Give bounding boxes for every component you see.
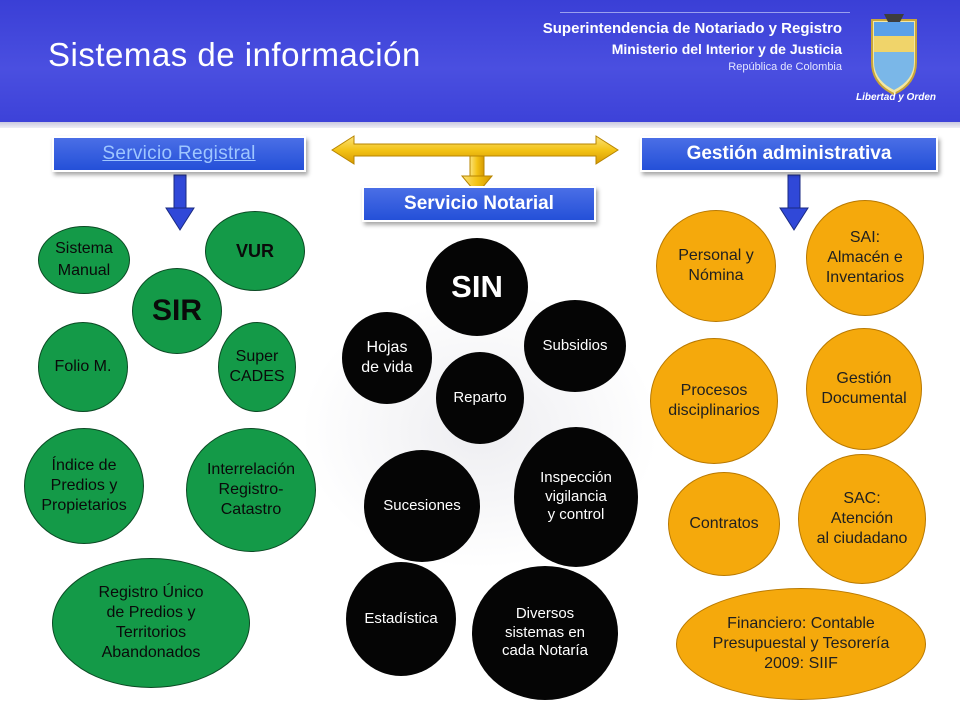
connector-arrows bbox=[331, 135, 619, 195]
section-servicio-notarial: Servicio Notarial bbox=[362, 186, 596, 222]
shield-caption: Libertad y Orden bbox=[855, 92, 936, 103]
node-sin: SIN bbox=[426, 238, 528, 336]
coat-of-arms-icon bbox=[871, 14, 917, 96]
node-reparto: Reparto bbox=[436, 352, 524, 444]
entity-block: Superintendencia de Notariado y Registro… bbox=[543, 20, 842, 73]
header-divider bbox=[0, 122, 960, 128]
header-bar bbox=[0, 0, 960, 125]
arrow-down-registral-icon bbox=[165, 174, 195, 231]
header-rule bbox=[560, 12, 850, 13]
ministry-name: Ministerio del Interior y de Justicia bbox=[611, 41, 842, 57]
section-servicio-registral[interactable]: Servicio Registral bbox=[52, 136, 306, 172]
node-contratos: Contratos bbox=[668, 472, 780, 576]
node-sir: SIR bbox=[132, 268, 222, 354]
node-subsidios: Subsidios bbox=[524, 300, 626, 392]
node-diversos-sistemas: Diversos sistemas en cada Notaría bbox=[472, 566, 618, 700]
node-inspeccion-vigilancia: Inspección vigilancia y control bbox=[514, 427, 638, 567]
node-personal-nomina: Personal y Nómina bbox=[656, 210, 776, 322]
node-procesos-disciplinarios: Procesos disciplinarios bbox=[650, 338, 778, 464]
node-sac: SAC: Atención al ciudadano bbox=[798, 454, 926, 584]
node-financiero: Financiero: Contable Presupuestal y Teso… bbox=[676, 588, 926, 700]
node-registro-unico: Registro Único de Predios y Territorios … bbox=[52, 558, 250, 688]
node-gestion-documental: Gestión Documental bbox=[806, 328, 922, 450]
page-title: Sistemas de información bbox=[48, 36, 421, 73]
country-name: República de Colombia bbox=[728, 61, 842, 73]
node-vur: VUR bbox=[205, 211, 305, 291]
node-sai: SAI: Almacén e Inventarios bbox=[806, 200, 924, 316]
section-gestion-administrativa: Gestión administrativa bbox=[640, 136, 938, 172]
node-super-cades: Super CADES bbox=[218, 322, 296, 412]
node-sistema-manual: Sistema Manual bbox=[38, 226, 130, 294]
node-interrelacion-registro-catastro: Interrelación Registro- Catastro bbox=[186, 428, 316, 552]
arrow-down-admin-icon bbox=[779, 174, 809, 231]
node-hojas-de-vida: Hojas de vida bbox=[342, 312, 432, 404]
node-folio-m: Folio M. bbox=[38, 322, 128, 412]
node-estadistica: Estadística bbox=[346, 562, 456, 676]
node-sucesiones: Sucesiones bbox=[364, 450, 480, 562]
entity-name: Superintendencia de Notariado y Registro bbox=[542, 20, 842, 37]
node-indice-predios: Índice de Predios y Propietarios bbox=[24, 428, 144, 544]
